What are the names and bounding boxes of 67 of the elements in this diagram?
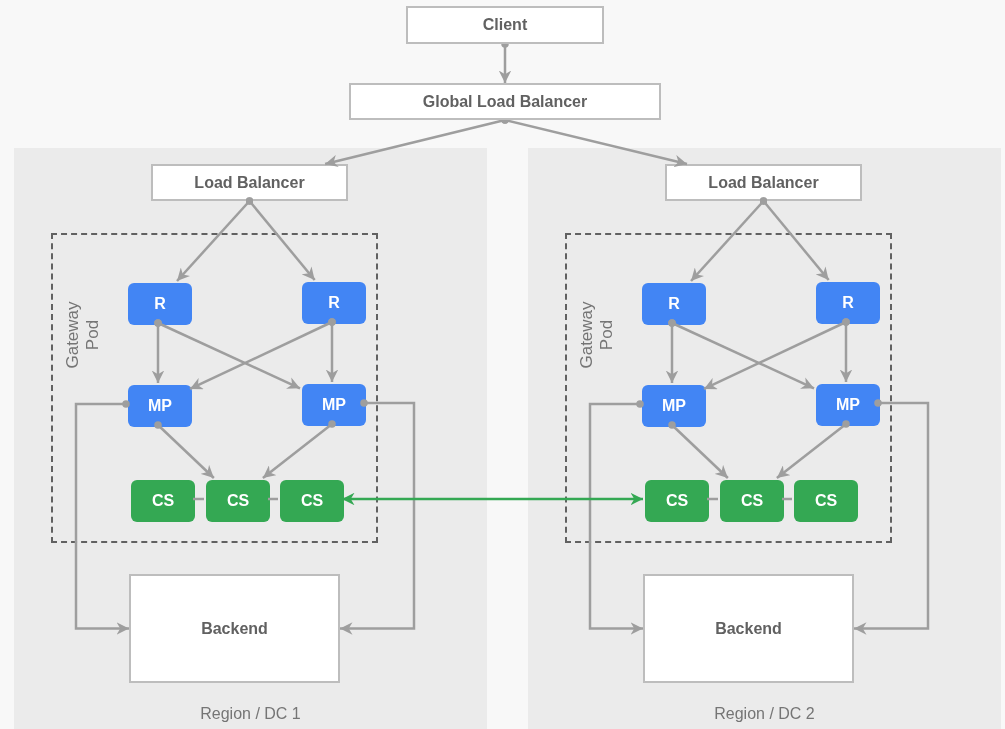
service-box — [720, 480, 784, 522]
arrow — [776, 420, 850, 479]
node-label: CS — [740, 491, 764, 511]
connector-line — [268, 497, 278, 501]
pod-label: Gateway Pod — [577, 300, 617, 371]
service-box — [816, 282, 880, 324]
pod-boundary — [565, 233, 892, 543]
node-label: Client — [482, 15, 528, 35]
node-label: MP — [836, 395, 860, 415]
node-label: Backend — [201, 618, 268, 639]
arrow — [759, 197, 830, 281]
node-label: R — [842, 293, 854, 313]
backend-box — [129, 574, 340, 683]
service-box — [302, 282, 366, 324]
connector-line — [193, 497, 204, 501]
arrow — [74, 400, 130, 635]
service-box — [128, 385, 192, 427]
arrow — [245, 197, 316, 281]
connector-line — [707, 497, 718, 501]
arrow — [262, 420, 336, 479]
arrow — [668, 319, 815, 390]
arrow — [588, 400, 644, 635]
region-panel — [528, 148, 1001, 729]
service-box — [131, 480, 195, 522]
service-box — [645, 480, 709, 522]
node-label: MP — [322, 395, 346, 415]
service-box — [794, 480, 858, 522]
arrow — [668, 421, 729, 479]
node-label: CS — [814, 491, 838, 511]
arrow — [854, 399, 930, 635]
service-box — [206, 480, 270, 522]
process-box — [665, 164, 862, 201]
node-label: Backend — [715, 618, 782, 639]
service-box — [280, 480, 344, 522]
node-label: R — [328, 293, 340, 313]
arrow — [342, 492, 643, 506]
arrow — [154, 421, 215, 479]
pod-label: Gateway Pod — [63, 300, 103, 371]
node-label: CS — [226, 491, 250, 511]
node-label: MP — [148, 396, 172, 416]
node-label: MP — [662, 396, 686, 416]
node-label: Global Load Balancer — [422, 91, 588, 112]
service-box — [128, 283, 192, 325]
node-label: CS — [151, 491, 175, 511]
node-label: CS — [300, 491, 324, 511]
arrow — [325, 318, 339, 382]
node-label: CS — [665, 491, 689, 511]
region-label: Region / DC 1 — [199, 704, 302, 724]
node-label: R — [668, 294, 680, 314]
process-box — [406, 6, 604, 44]
connector-line — [782, 497, 792, 501]
arrow — [340, 399, 416, 635]
service-box — [302, 384, 366, 426]
node-label: Load Balancer — [194, 172, 305, 193]
region-panel — [14, 148, 487, 729]
node-label: Load Balancer — [708, 172, 819, 193]
service-box — [642, 385, 706, 427]
region-label: Region / DC 2 — [713, 704, 816, 724]
process-box — [349, 83, 661, 120]
node-label: R — [154, 294, 166, 314]
pod-boundary — [51, 233, 378, 543]
process-box — [151, 164, 348, 201]
service-box — [816, 384, 880, 426]
arrow — [154, 319, 301, 390]
service-box — [642, 283, 706, 325]
backend-box — [643, 574, 854, 683]
arrow — [839, 318, 853, 382]
